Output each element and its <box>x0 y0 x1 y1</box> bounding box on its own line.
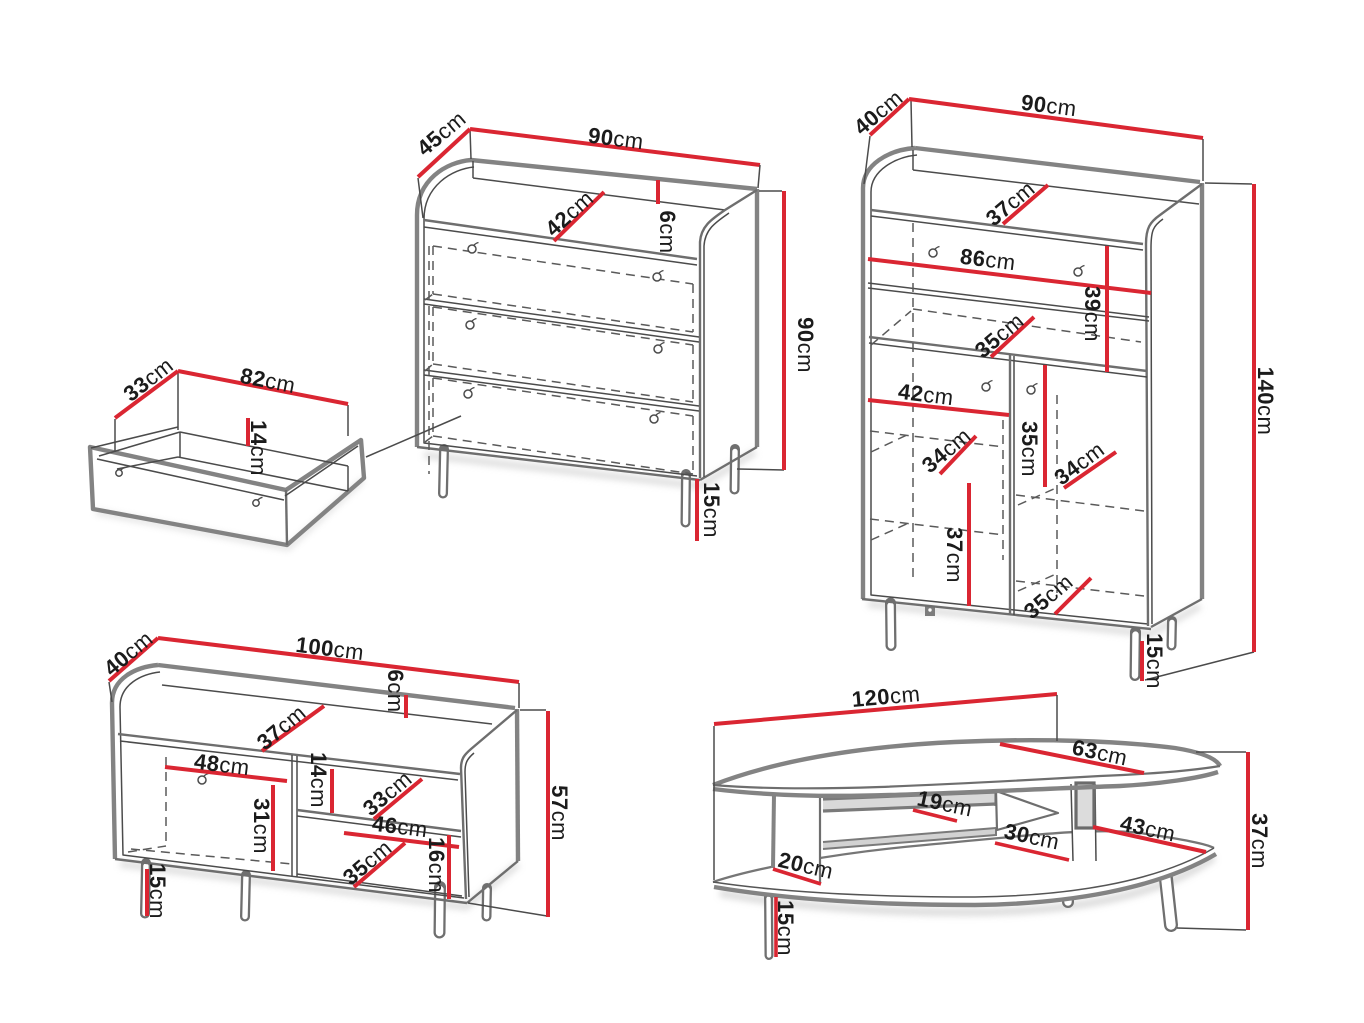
svg-text:37cm: 37cm <box>1247 813 1272 869</box>
svg-text:90cm: 90cm <box>793 317 818 373</box>
svg-text:14cm: 14cm <box>246 420 271 476</box>
svg-text:90cm: 90cm <box>587 123 645 155</box>
svg-text:16cm: 16cm <box>424 837 449 893</box>
svg-text:15cm: 15cm <box>699 482 724 538</box>
svg-text:43cm: 43cm <box>1118 810 1178 846</box>
svg-text:57cm: 57cm <box>547 785 572 841</box>
svg-text:15cm: 15cm <box>145 863 170 919</box>
svg-text:37cm: 37cm <box>942 527 967 583</box>
svg-text:19cm: 19cm <box>915 785 975 821</box>
svg-text:39cm: 39cm <box>1080 286 1105 342</box>
svg-text:35cm: 35cm <box>1017 421 1042 477</box>
svg-text:100cm: 100cm <box>294 632 365 665</box>
svg-text:86cm: 86cm <box>959 244 1017 276</box>
svg-text:42cm: 42cm <box>897 379 955 411</box>
svg-text:46cm: 46cm <box>371 811 429 843</box>
svg-text:15cm: 15cm <box>773 900 798 956</box>
svg-text:6cm: 6cm <box>655 210 680 253</box>
svg-text:31cm: 31cm <box>249 798 274 854</box>
svg-text:48cm: 48cm <box>193 749 251 781</box>
svg-text:140cm: 140cm <box>1253 367 1278 436</box>
svg-text:6cm: 6cm <box>383 669 408 712</box>
svg-text:15cm: 15cm <box>1142 633 1167 689</box>
svg-text:30cm: 30cm <box>1002 818 1062 854</box>
svg-text:63cm: 63cm <box>1070 734 1130 770</box>
svg-text:90cm: 90cm <box>1020 90 1078 122</box>
svg-text:14cm: 14cm <box>306 752 331 808</box>
svg-text:82cm: 82cm <box>238 363 298 398</box>
svg-text:120cm: 120cm <box>851 681 921 712</box>
